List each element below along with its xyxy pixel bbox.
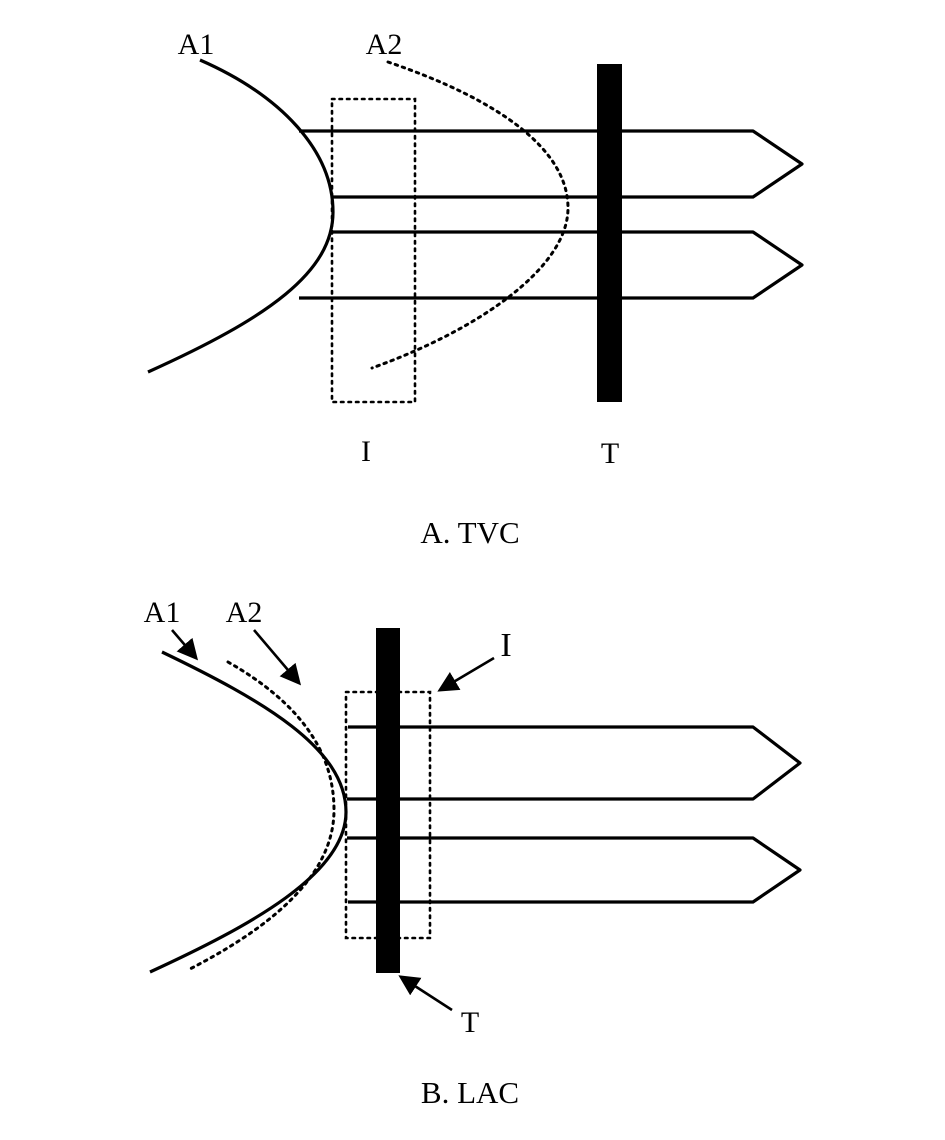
arrow-incision-pointer	[437, 656, 495, 692]
curve-a1-solid	[147, 58, 335, 374]
panel-b-caption: B. LAC	[421, 1075, 519, 1110]
fold-outline-lower	[299, 230, 804, 300]
panel-b-lac: A1 A2 I T B. LAC	[144, 596, 802, 1110]
label-incision: I	[500, 627, 511, 664]
label-a2: A2	[226, 596, 263, 629]
label-tube: T	[601, 437, 619, 470]
tube-bar	[597, 64, 622, 402]
fold-outline-upper	[347, 725, 802, 801]
curve-a2-dotted	[186, 660, 336, 972]
tube-bar	[376, 628, 400, 973]
arrow-tube-pointer	[398, 975, 453, 1012]
label-a1: A1	[144, 596, 181, 629]
curve-a2-dotted	[370, 60, 570, 370]
label-a2: A2	[366, 28, 403, 61]
label-a1: A1	[178, 28, 215, 61]
arrow-a2-pointer	[253, 629, 302, 686]
fold-outline-lower	[347, 836, 802, 904]
panel-a-tvc: A1 A2 I T A. TVC	[147, 28, 804, 550]
incision-region-rect	[330, 97, 417, 404]
label-tube: T	[461, 1006, 479, 1039]
curve-a1-solid	[149, 650, 348, 974]
label-incision: I	[361, 435, 371, 468]
fold-outline-upper	[299, 129, 804, 199]
panel-a-caption: A. TVC	[420, 515, 519, 550]
arrow-a1-pointer	[171, 629, 199, 661]
